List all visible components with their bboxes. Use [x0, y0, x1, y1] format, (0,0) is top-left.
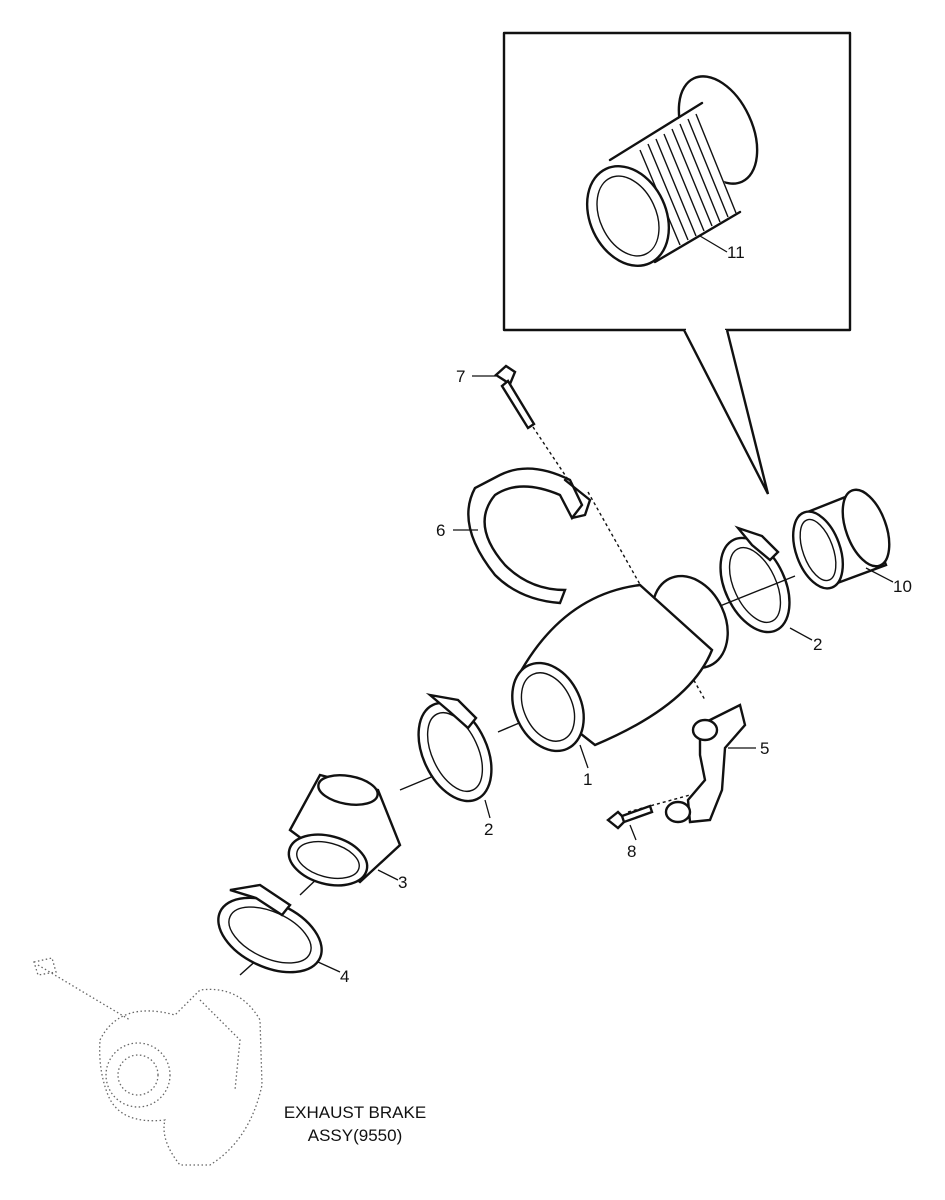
caption-line-2: ASSY(9550) — [308, 1126, 403, 1145]
callout-5: 5 — [760, 739, 769, 758]
callout-10: 10 — [893, 577, 912, 596]
part-4-clamp — [217, 883, 323, 974]
callout-8: 8 — [627, 842, 636, 861]
callout-6: 6 — [436, 521, 445, 540]
part-2-clamp-right — [719, 525, 791, 634]
detail-inset — [502, 31, 852, 495]
callout-11: 11 — [727, 243, 745, 262]
part-3-adapter — [287, 773, 402, 887]
part-11-flex-pipe — [585, 75, 759, 267]
callout-3: 3 — [398, 873, 407, 892]
callout-7: 7 — [456, 367, 465, 386]
callout-1: 1 — [583, 770, 592, 789]
part-6-strap — [467, 467, 592, 605]
callout-2-right: 2 — [813, 635, 822, 654]
part-1-main-cylinder — [511, 574, 729, 753]
caption-line-1: EXHAUST BRAKE — [284, 1103, 426, 1122]
part-5-bracket — [664, 703, 747, 824]
part-7-bolt — [494, 364, 576, 491]
part-8-bolt — [606, 804, 654, 830]
exhaust-brake-assembly — [33, 957, 263, 1166]
part-10-sleeve — [792, 488, 891, 590]
callout-4: 4 — [340, 967, 349, 986]
part-2-clamp-left — [417, 693, 493, 803]
callout-2-left: 2 — [484, 820, 493, 839]
